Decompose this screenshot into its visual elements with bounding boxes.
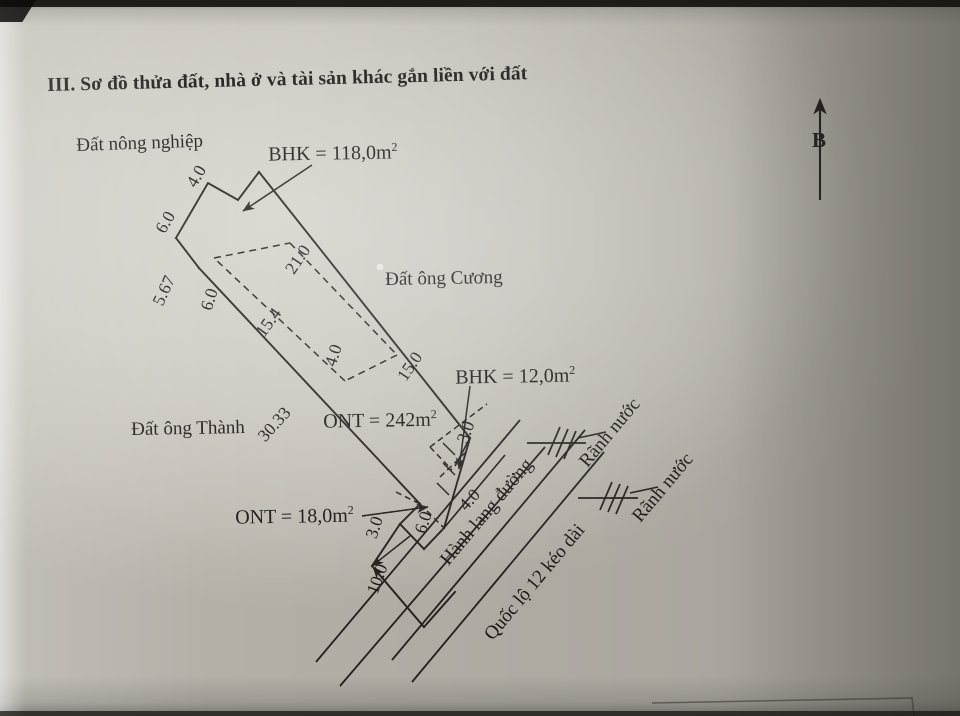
- photo-top-edge: [0, 0, 960, 7]
- photo-bottom-edge: [0, 711, 960, 716]
- area-label-ont-18: ONT = 18,0m2: [235, 502, 354, 529]
- area-label-bhk-118: BHK = 118,0m2: [268, 139, 398, 166]
- north-arrow-icon: [813, 97, 827, 200]
- neighbor-label-cuong: Đất ông Cương: [385, 266, 503, 290]
- area-label-ont-242: ONT = 242m2: [323, 407, 437, 433]
- left-highlight: [0, 0, 26, 716]
- neighbor-label-thanh: Đất ông Thành: [131, 417, 245, 440]
- right-shadow: [730, 0, 960, 716]
- neighbor-label-agricultural: Đất nông nghiệp: [76, 130, 204, 156]
- area-label-bhk-12: BHK = 12,0m2: [455, 362, 576, 389]
